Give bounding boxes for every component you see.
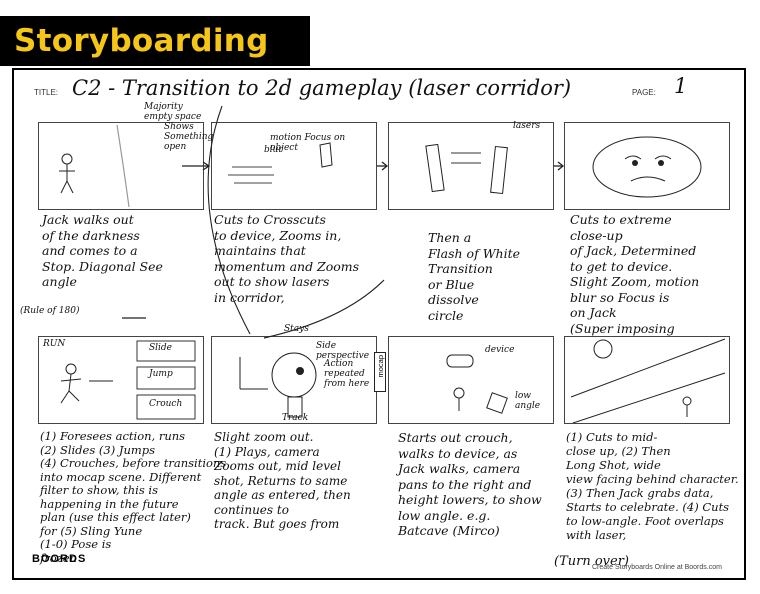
storyboard-panel-5: RUN Slide Jump Crouch [38,336,204,424]
panel-6-note-track: Track [282,413,309,423]
storyboard-panel-8 [564,336,730,424]
boords-logo: BOORDS [32,553,87,565]
panel-5-note-slide: Slide [149,343,173,353]
panel-7-note-angle: low angle [515,391,541,411]
panel-1-note-2: Shows Something open [164,122,214,152]
storyboard-panel-3: lasers [388,121,554,210]
storyboard-sheet: TITLE: C2 - Transition to 2d gameplay (l… [12,68,746,580]
connector-arrows [122,105,565,339]
panel-3-sketch [425,143,508,195]
panel-2-sketch [228,142,333,184]
panel-8-note-turn-over: (Turn over) [554,554,629,569]
storyboard-panel-2: motion Focus on object blur [211,122,377,210]
panel-1-caption: Jack walks out of the darkness and comes… [42,212,163,289]
panel-6-sketch [239,352,317,418]
panel-2-caption: Cuts to Crosscuts to device, Zooms in, m… [214,212,360,305]
page-label: PAGE: [632,88,656,97]
panel-1-sketch [59,124,130,208]
panel-5-note-crouch: Crouch [149,399,183,409]
storyboard-title: C2 - Transition to 2d gameplay (laser co… [72,76,572,100]
page-number: 1 [674,74,688,98]
panel-6-note-action: Action repeated from here [324,359,370,389]
mocap-tag: mocap [374,352,386,392]
panel-2-note-2: blur [264,145,283,155]
storyboard-panel-7: device low angle [388,336,554,424]
panel-4-sketch [592,136,702,198]
panel-5-note-run: RUN [43,339,66,349]
panel-5-caption: (1) Foresees action, runs (2) Slides (3)… [40,429,227,565]
panel-4-caption: Cuts to extreme close-up of Jack, Determ… [570,212,700,351]
panel-6-caption: Slight zoom out. (1) Plays, camera Zooms… [214,430,351,531]
panel-8-sketch [570,338,726,424]
panel-1-note-1: Majority empty space [144,102,202,122]
panel-5-note-jump: Jump [149,369,173,379]
panel-8-caption: (1) Cuts to mid- close up, (2) Then Long… [566,430,739,542]
title-label: TITLE: [34,88,59,97]
panel-7-caption: Starts out crouch, walks to device, as J… [398,430,542,538]
section-title-banner: Storyboarding [0,16,310,66]
storyboard-panel-1 [38,122,204,210]
panel-7-sketch [446,354,508,414]
panel-5-sketch [60,340,196,420]
footer-credit: Create Storyboards Online at Boords.com [592,564,722,571]
panel-2-note-1: motion Focus on object [270,133,346,153]
section-title: Storyboarding [14,23,269,59]
panel-5-note-rule: (Rule of 180) [20,306,80,316]
storyboard-panel-4 [564,122,730,210]
storyboard-panel-6: Side perspective Action repeated from he… [211,336,377,424]
panel-6-note-perspective: Side perspective [316,341,370,361]
panel-3-caption: Then a Flash of White Transition or Blue… [428,230,521,323]
panel-3-note-1: lasers [513,121,541,131]
panel-7-note-device: device [485,345,515,355]
